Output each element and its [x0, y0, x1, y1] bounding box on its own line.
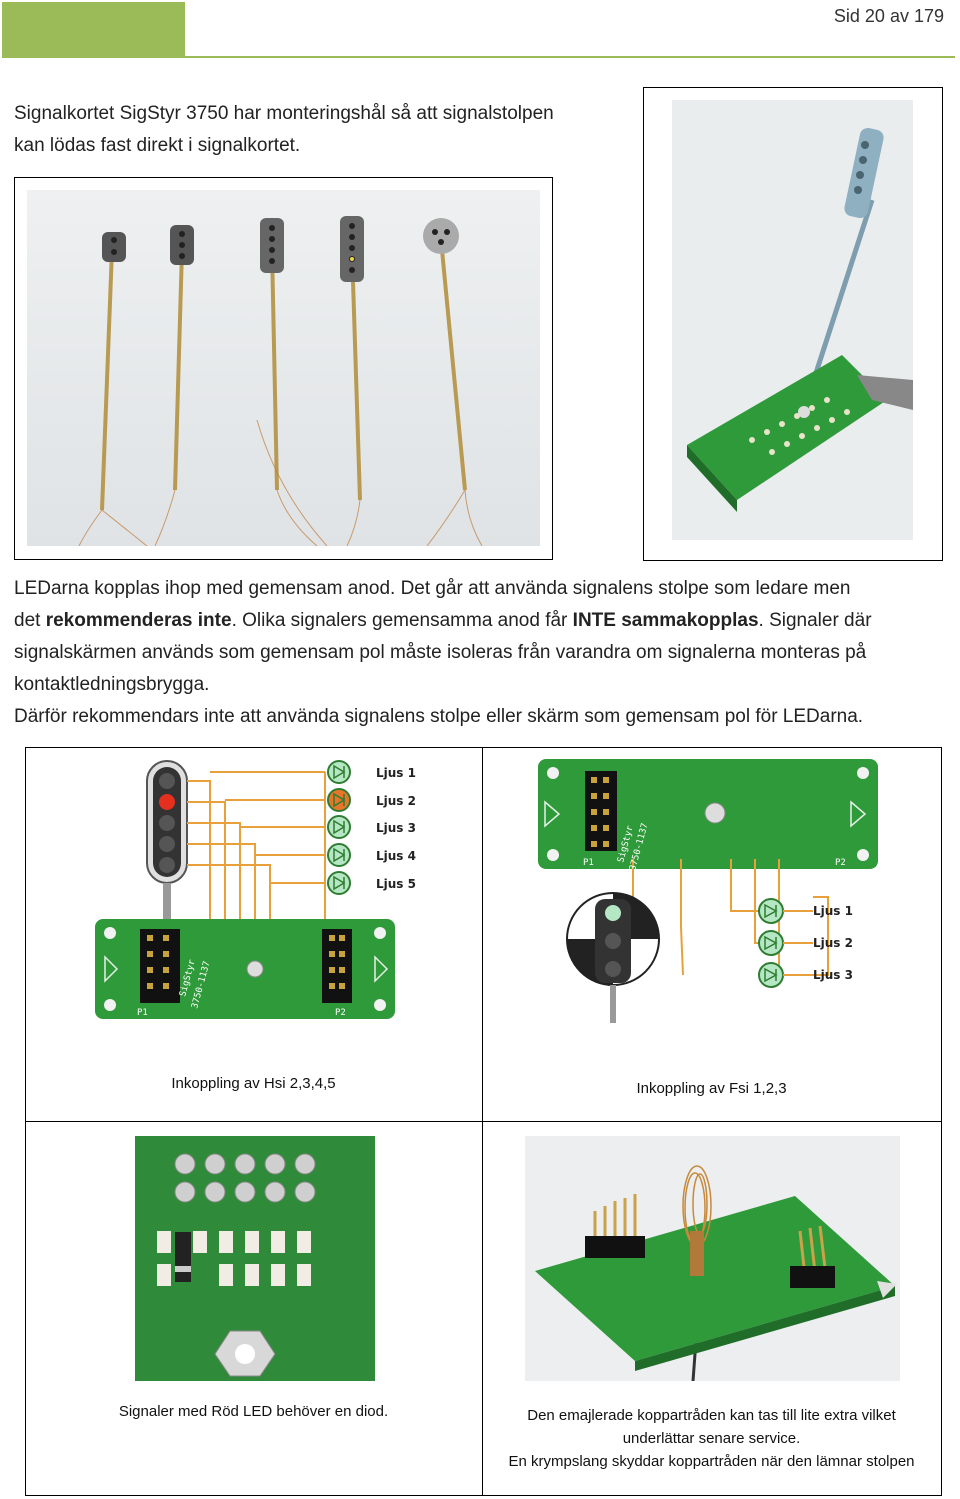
- red-led-pcb-illustration: [95, 1136, 417, 1381]
- cell-fsi-diagram: SigStyr 3750-1137 P1 P2: [483, 747, 940, 1121]
- body-line-1: LEDarna kopplas ihop med gemensam anod. …: [14, 578, 851, 599]
- signal-head-5: [423, 218, 459, 254]
- hsi-connector-p2: [322, 929, 352, 1003]
- fsi-led-2-icon: [758, 930, 784, 956]
- figure-table: Ljus 1 Ljus 2 Ljus 3 Ljus 4 Ljus 5: [25, 747, 942, 1497]
- hsi-light-label-5: Ljus 5: [376, 877, 416, 891]
- caption-hsi: Inkoppling av Hsi 2,3,4,5: [171, 1075, 336, 1092]
- body-line-5: Därför rekommendars inte att använda sig…: [14, 706, 864, 727]
- hsi-light-label-1: Ljus 1: [376, 766, 416, 780]
- intro-line-2: kan lödas fast direkt i signalkortet.: [14, 135, 301, 156]
- fsi-light-label-1: Ljus 1: [813, 904, 853, 918]
- body-line-2: det rekommenderas inte. Olika signalers …: [14, 610, 872, 631]
- photo-mounted-signal: [672, 100, 913, 540]
- fsi-light-label-2: Ljus 2: [813, 936, 853, 950]
- photo-red-led-pcb: [95, 1136, 417, 1381]
- signal-head-3: [260, 218, 284, 273]
- photo-frame-signals: [14, 177, 553, 560]
- hsi-connector-p1: [140, 929, 180, 1003]
- hsi-led-3-icon: [327, 815, 351, 839]
- photo-frame-mounted: [643, 87, 943, 561]
- fsi-pcb-p2-label: P2: [835, 858, 846, 868]
- pcb-board-photo: [535, 1196, 895, 1361]
- signals-illustration: [27, 190, 540, 546]
- caption-copper-wire: Den emajlerade koppartråden kan tas till…: [483, 1404, 940, 1473]
- fsi-wiring-diagram: SigStyr 3750-1137 P1 P2: [538, 759, 878, 1023]
- hsi-red-light: [159, 794, 175, 810]
- fsi-green-light: [605, 905, 621, 921]
- hsi-wiring-diagram: Ljus 1 Ljus 2 Ljus 3 Ljus 4 Ljus 5: [95, 760, 416, 1019]
- emphasis-inte-sammakopplas: INTE sammakopplas: [572, 610, 759, 631]
- hsi-light-label-3: Ljus 3: [376, 821, 416, 835]
- cell-red-led-photo: Signaler med Röd LED behöver en diod.: [25, 1122, 482, 1495]
- mounted-signal-illustration: [672, 100, 913, 540]
- hsi-light-label-4: Ljus 4: [376, 849, 416, 863]
- hsi-led-1-icon: [327, 760, 351, 784]
- photo-copper-wire: [525, 1136, 900, 1381]
- hsi-led-2-icon: [327, 788, 351, 812]
- copper-wire-illustration: [525, 1136, 900, 1381]
- caption-red-led: Signaler med Röd LED behöver en diod.: [118, 1403, 389, 1420]
- cell-copper-wire-photo: Den emajlerade koppartråden kan tas till…: [483, 1122, 940, 1495]
- fsi-led-3-icon: [758, 962, 784, 988]
- photo-signals: [27, 190, 540, 546]
- hsi-pcb-p2-label: P2: [335, 1008, 346, 1018]
- caption-wire-line-2: underlättar senare service.: [622, 1430, 801, 1447]
- red-led-diode: [175, 1232, 191, 1282]
- pcb-board: [687, 355, 887, 500]
- hsi-led-4-icon: [327, 843, 351, 867]
- hsi-light-label-2: Ljus 2: [376, 794, 416, 808]
- fsi-pcb-p1-label: P1: [583, 858, 594, 868]
- page-number: Sid 20 av 179: [833, 6, 944, 26]
- body-text: LEDarna kopplas ihop med gemensam anod. …: [14, 573, 949, 733]
- caption-wire-line-3: En krympslang skyddar koppartråden när d…: [508, 1453, 915, 1470]
- hsi-led-5-icon: [327, 871, 351, 895]
- fsi-light-label-3: Ljus 3: [813, 968, 853, 982]
- fsi-connector: [585, 771, 617, 851]
- signal-head-1: [102, 232, 126, 262]
- fsi-led-1-icon: [758, 898, 784, 924]
- caption-wire-line-1: Den emajlerade koppartråden kan tas till…: [527, 1407, 896, 1424]
- body-line-3: signalskärmen används som gemensam pol m…: [14, 642, 867, 663]
- emphasis-rekommenderas: rekommenderas inte: [45, 610, 232, 631]
- intro-line-1: Signalkortet SigStyr 3750 har monterings…: [14, 103, 554, 124]
- cell-hsi-diagram: Ljus 1 Ljus 2 Ljus 3 Ljus 4 Ljus 5: [25, 747, 482, 1121]
- caption-fsi: Inkoppling av Fsi 1,2,3: [636, 1080, 787, 1097]
- header-rule: [185, 56, 955, 58]
- body-line-4: kontaktledningsbrygga.: [14, 674, 210, 695]
- header-accent-bar: [2, 2, 185, 58]
- hsi-pcb-p1-label: P1: [137, 1008, 148, 1018]
- intro-text: Signalkortet SigStyr 3750 har monterings…: [14, 98, 614, 162]
